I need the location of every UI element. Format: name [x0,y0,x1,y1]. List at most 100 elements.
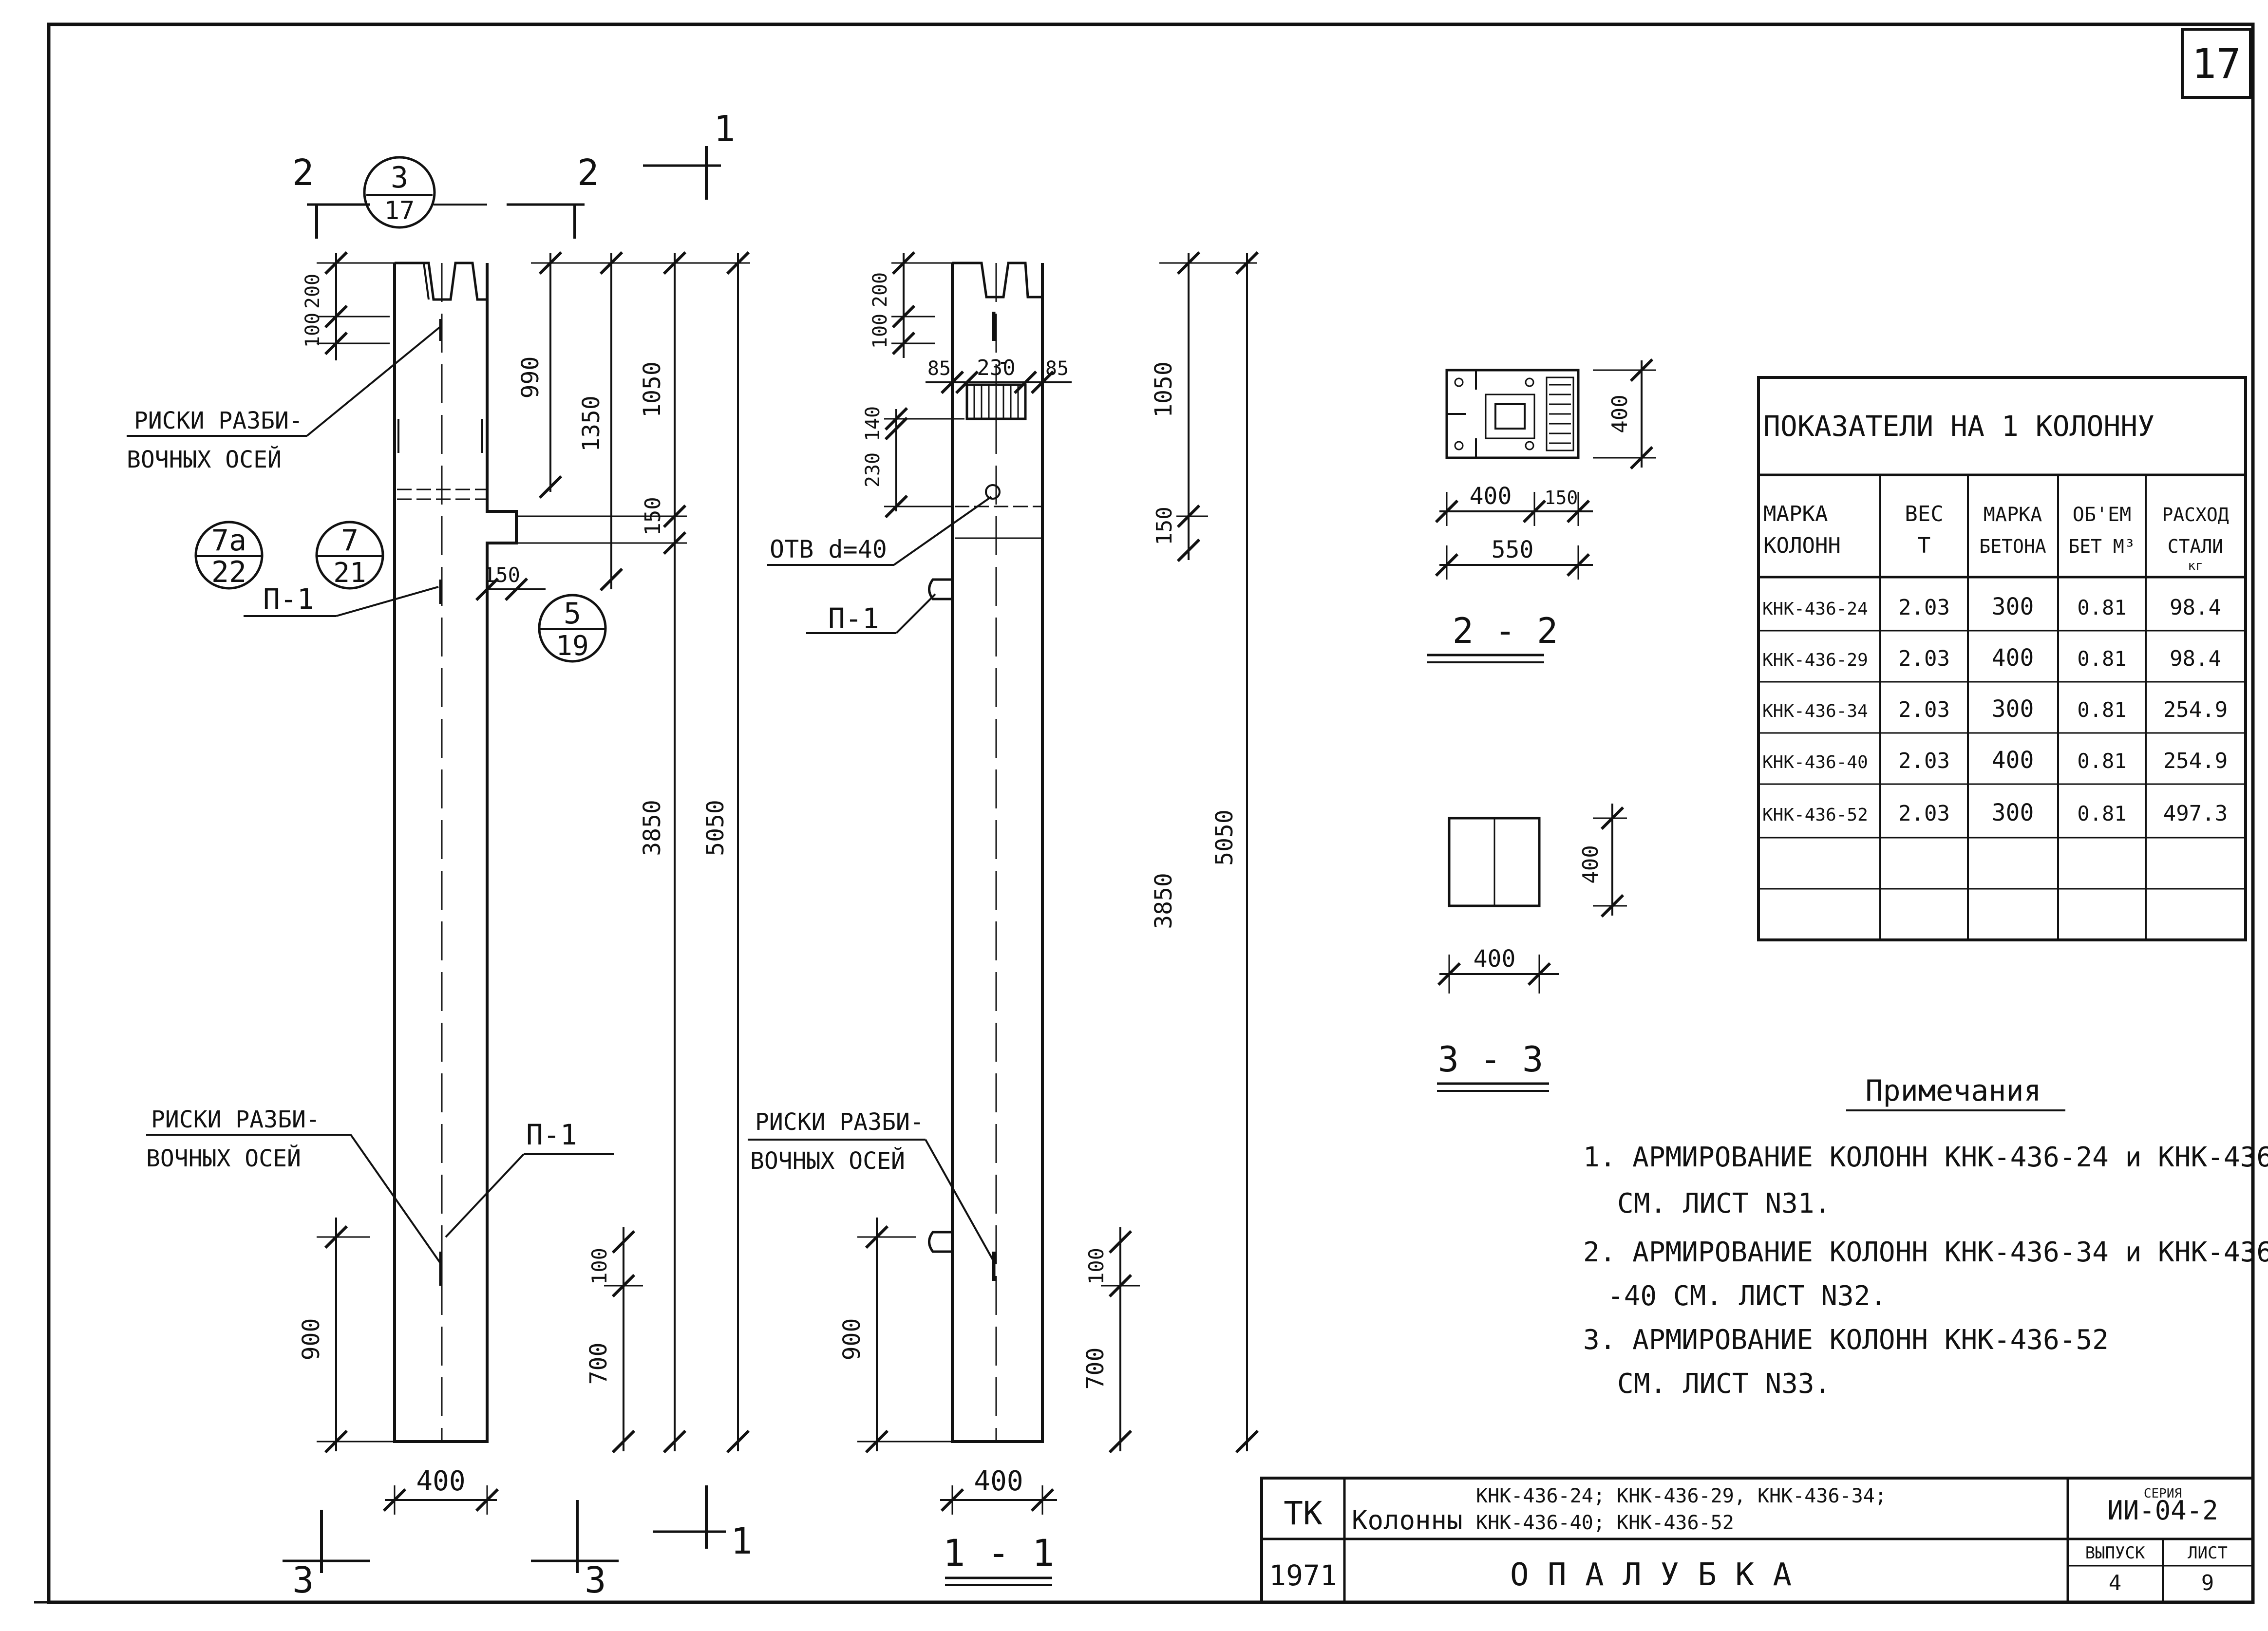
dim-right-100: 100 [869,314,891,349]
dim-right-140: 140 [862,406,884,441]
label-riski-top-2: ВОЧНЫХ ОСЕЙ [127,446,282,473]
svg-text:0.81: 0.81 [2077,749,2126,773]
svg-text:КНК-436-40: КНК-436-40 [1762,752,1868,772]
dim-right-1050: 1050 [1150,361,1177,418]
section-3-3: 400 400 3 - 3 [1437,804,1627,1092]
svg-text:22: 22 [211,555,246,589]
svg-text:400: 400 [1992,747,2034,774]
th-rashod-3: кг [2188,559,2203,573]
dim-right-5050: 5050 [1211,809,1238,866]
note-line-4: -40 СМ. ЛИСТ N32. [1607,1280,1887,1312]
table-title: ПОКАЗАТЕЛИ НА 1 КОЛОННУ [1763,410,2155,443]
note-line-5: 3. АРМИРОВАНИЕ КОЛОНН КНК-436-52 [1583,1324,2109,1356]
table-row: КНК-436-29 2.03 400 0.81 98.4 [1762,644,2221,672]
svg-text:2.03: 2.03 [1898,749,1950,773]
dim-left-1050: 1050 [639,361,666,418]
note-line-2: СМ. ЛИСТ N31. [1617,1188,1831,1219]
th-ves-1: ВЕС [1905,502,1943,526]
svg-text:КНК-436-29: КНК-436-29 [1762,650,1868,670]
th-beton-1: МАРКА [1984,504,2042,526]
dim-2-2-150: 150 [1545,487,1578,508]
svg-text:300: 300 [1992,593,2034,620]
tb-doc-title: О П А Л У Б К А [1510,1557,1792,1593]
svg-text:19: 19 [556,630,588,662]
dim-right-230: 230 [977,356,1015,380]
svg-text:17: 17 [384,196,415,225]
svg-text:98.4: 98.4 [2170,595,2221,620]
label-riski-bottom-1: РИСКИ РАЗБИ- [151,1106,320,1133]
label-riski-right-1: РИСКИ РАЗБИ- [755,1108,924,1136]
svg-text:КНК-436-52: КНК-436-52 [1762,805,1868,825]
svg-text:300: 300 [1992,799,2034,826]
th-obem-1: ОБ'ЕМ [2073,504,2131,526]
label-otv-d40: ОТВ d=40 [770,535,887,563]
dim-left-400: 400 [416,1465,465,1497]
tb-name-line1: КНК-436-24; КНК-436-29, КНК-436-34; [1476,1485,1887,1507]
tb-year: 1971 [1269,1559,1337,1592]
th-marka-1: МАРКА [1763,502,1828,526]
th-ves-2: Т [1918,533,1931,558]
svg-text:КНК-436-24: КНК-436-24 [1762,599,1868,619]
dim-left-900: 900 [298,1318,325,1361]
svg-text:0.81: 0.81 [2077,802,2126,825]
indicators-table: ПОКАЗАТЕЛИ НА 1 КОЛОННУ МАРКА КОЛОНН ВЕС… [1757,376,2247,941]
reference-circle-7-21: 7 21 [315,521,384,590]
dim-right-200: 200 [869,272,891,307]
svg-text:98.4: 98.4 [2170,646,2221,671]
tb-series: ИИ-04-2 [2107,1495,2218,1526]
sheet-number-box: 17 [2181,28,2252,99]
dim-left-3850: 3850 [639,800,666,856]
tb-sheet-label: ЛИСТ [2188,1543,2228,1563]
dim-left-200: 200 [302,274,324,309]
sheet-border [47,22,2255,1604]
svg-text:КНК-436-34: КНК-436-34 [1762,701,1868,721]
th-marka-2: КОЛОНН [1763,533,1841,558]
th-rashod-1: РАСХОД [2162,504,2229,525]
section-mark-2-left: 2 [292,152,314,194]
section-mark-2-right: 2 [577,152,599,194]
dim-left-1350: 1350 [578,395,605,452]
label-riski-right-2: ВОЧНЫХ ОСЕЙ [750,1147,905,1175]
svg-text:21: 21 [333,557,366,589]
dim-right-85b: 85 [1045,357,1069,380]
dim-right-100b: 100 [1084,1248,1108,1285]
view-title-1-1: 1 - 1 [943,1531,1055,1575]
dim-right-700: 700 [1082,1348,1109,1390]
section-title-3-3: 3 - 3 [1438,1039,1544,1080]
svg-text:2.03: 2.03 [1898,595,1950,620]
section-mark-3-left: 3 [292,1559,314,1601]
svg-text:254.9: 254.9 [2163,749,2228,773]
svg-text:3: 3 [391,161,408,195]
sheet-number: 17 [2192,40,2241,88]
svg-text:2.03: 2.03 [1898,697,1950,722]
dim-left-150h: 150 [483,563,520,587]
dim-2-2-400v: 400 [1607,394,1632,433]
svg-text:0.81: 0.81 [2077,698,2126,722]
tb-org: ТК [1284,1495,1323,1532]
notes-block: Примечания 1. АРМИРОВАНИЕ КОЛОНН КНК-436… [1583,1074,2268,1400]
table-row: КНК-436-40 2.03 400 0.81 254.9 [1762,747,2228,774]
table-row: КНК-436-52 2.03 300 0.81 497.3 [1762,799,2228,826]
section-2-2: 400 400 150 550 2 - 2 [1427,359,1656,663]
table-row: КНК-436-34 2.03 300 0.81 254.9 [1762,695,2228,723]
column-front-view: 2 2 1 3 3 1 3 17 7а 22 [127,108,753,1601]
dim-right-230v: 230 [862,452,884,487]
svg-text:300: 300 [1992,695,2034,723]
dim-left-100: 100 [302,313,324,348]
dim-3-3-400h: 400 [1474,945,1516,973]
tb-series-label: СЕРИЯ [2144,1486,2182,1501]
tb-sheet: 9 [2201,1571,2214,1595]
th-obem-2: БЕТ М³ [2068,536,2135,557]
note-line-1: 1. АРМИРОВАНИЕ КОЛОНН КНК-436-24 и КНК-4… [1583,1142,2268,1173]
svg-text:400: 400 [1992,644,2034,672]
dim-right-85a: 85 [927,357,951,380]
label-p1-lower: П-1 [526,1118,577,1151]
note-line-6: СМ. ЛИСТ N33. [1617,1368,1831,1400]
reference-circle-5-19: 5 19 [538,594,607,663]
label-p1-left: П-1 [263,582,314,616]
tb-name-line2: КНК-436-40; КНК-436-52 [1476,1512,1734,1534]
dim-left-150v: 150 [641,497,665,535]
reference-circle-3-17: 3 17 [363,156,436,229]
th-rashod-2: СТАЛИ [2168,536,2223,557]
